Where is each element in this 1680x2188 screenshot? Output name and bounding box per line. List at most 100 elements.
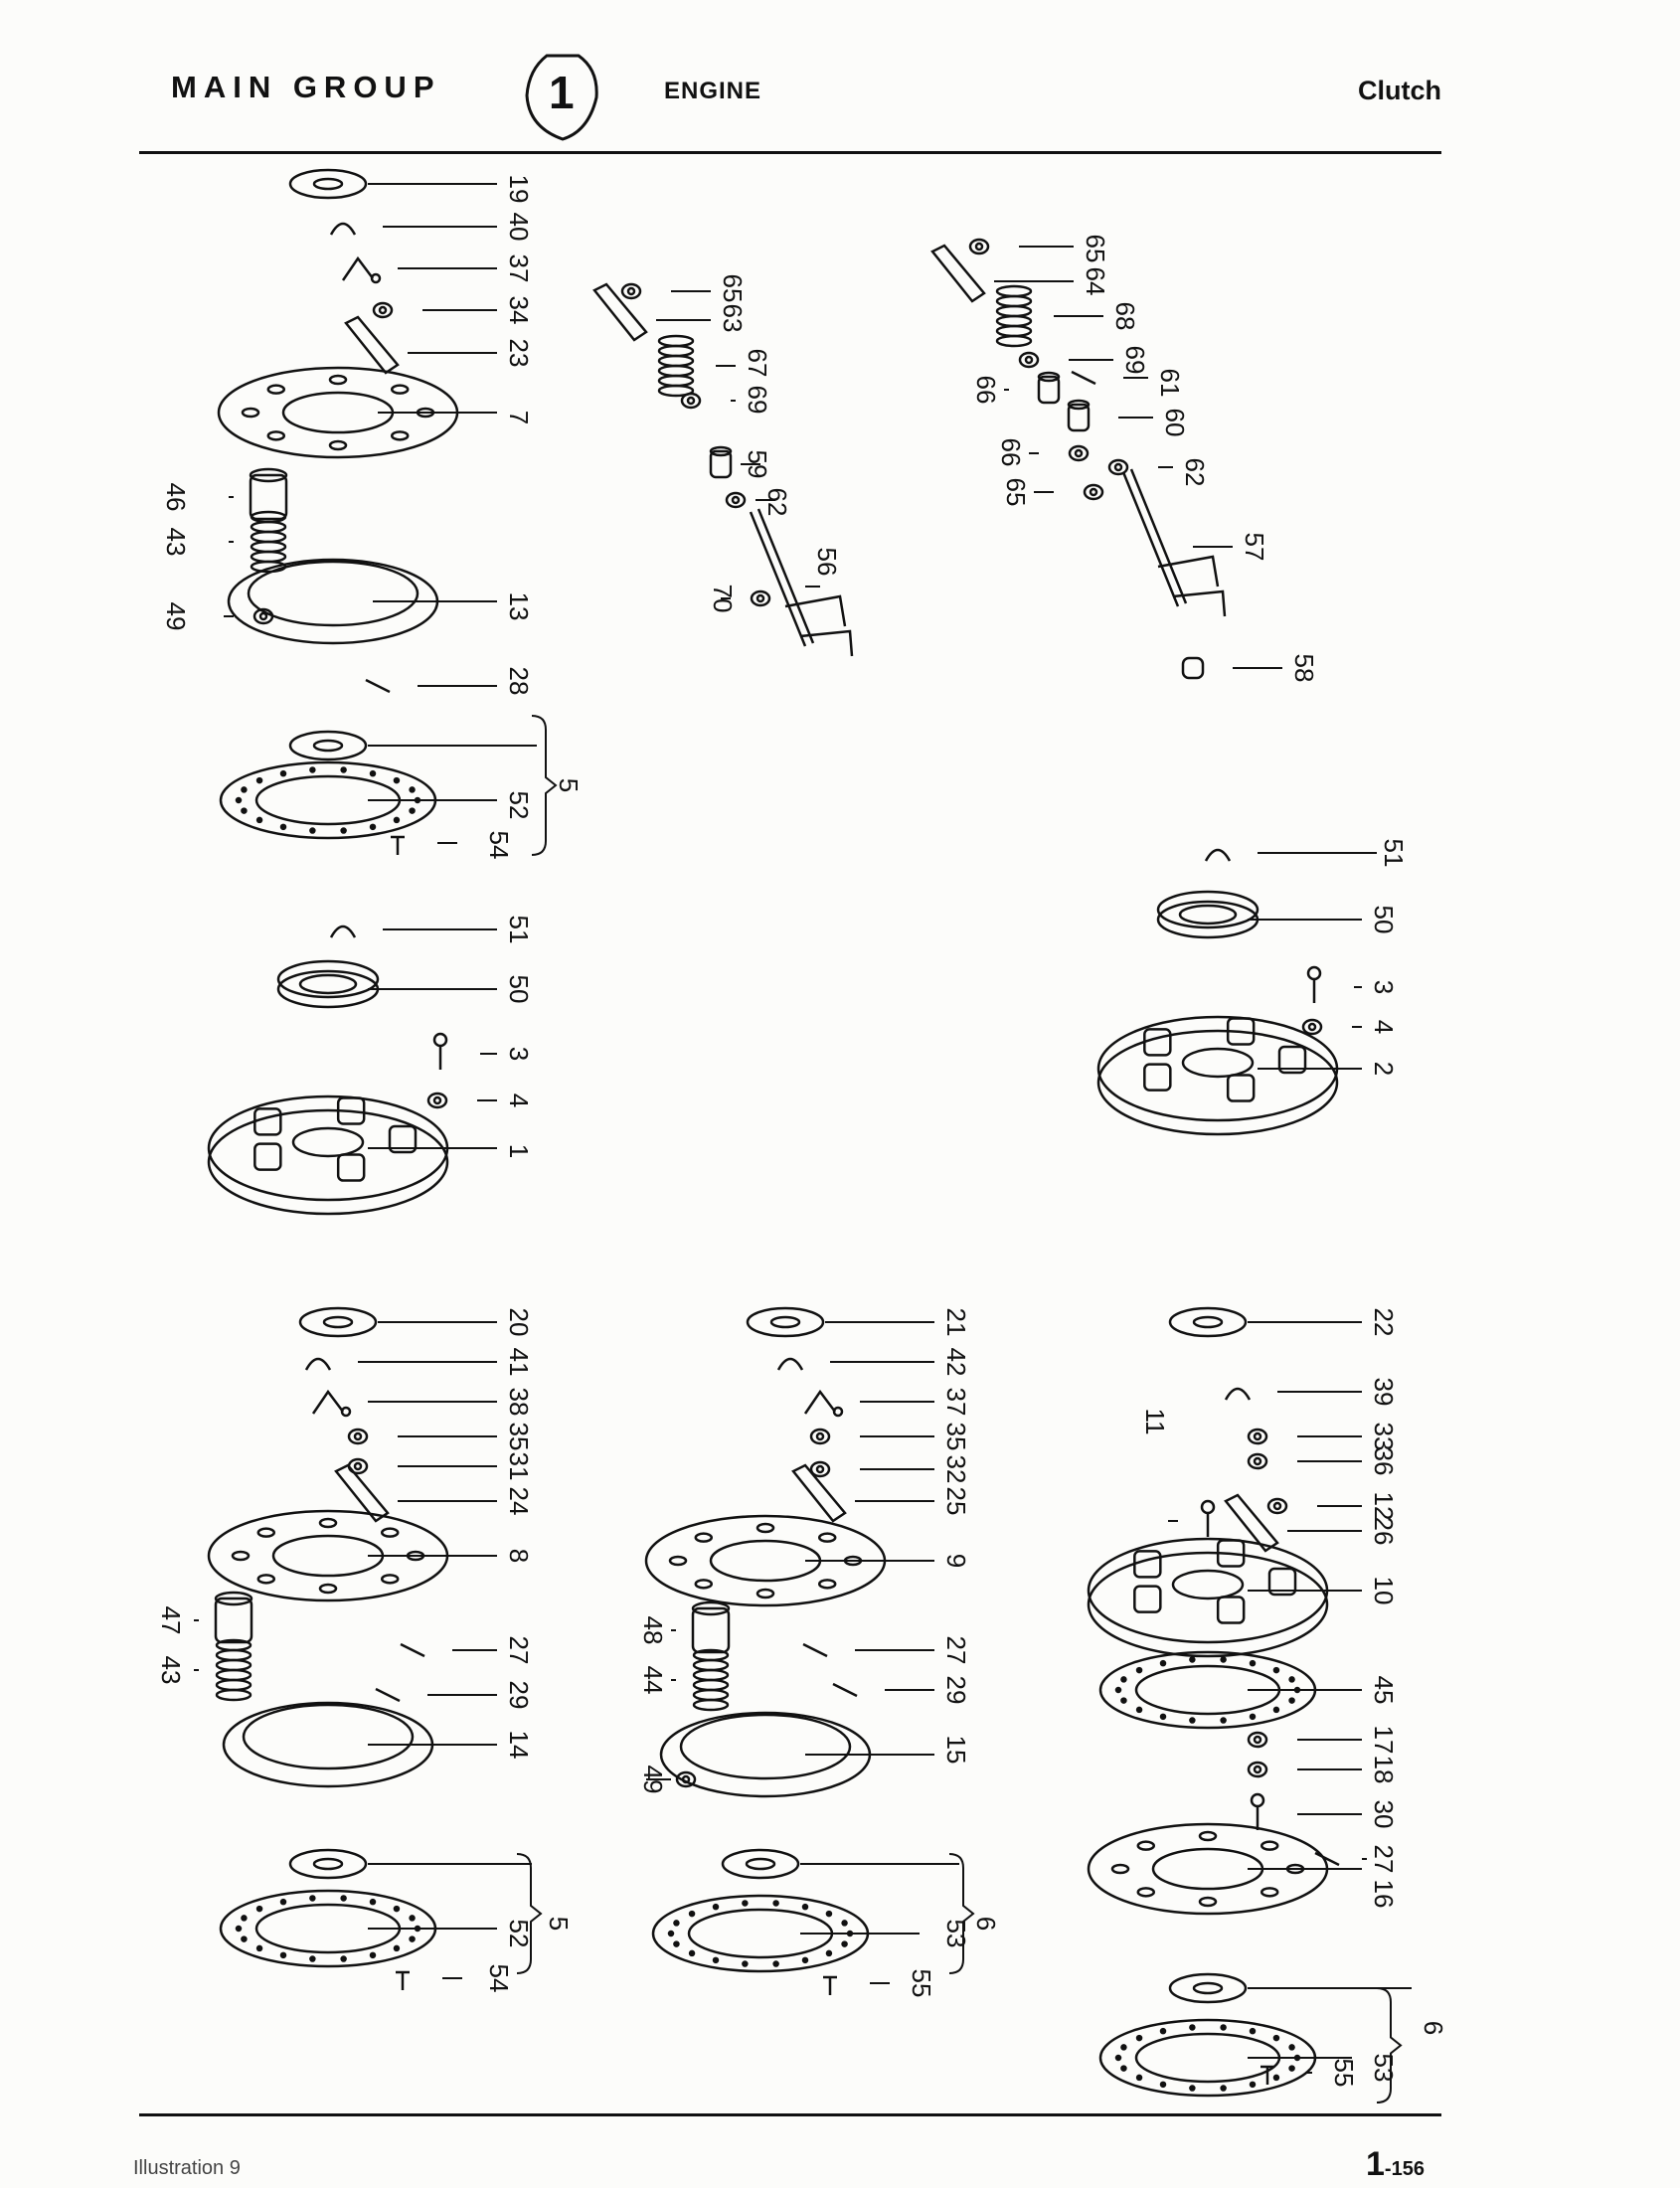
- callout-label: 37: [941, 1388, 971, 1417]
- callout-66: 66: [971, 376, 1009, 404]
- stud-part: [365, 678, 391, 694]
- spring-cup-part: [691, 1600, 731, 1654]
- callout-label: 70: [708, 585, 738, 613]
- callout-30: 30: [1297, 1800, 1399, 1828]
- clutch-cover-part: [1087, 1537, 1329, 1658]
- callout-label: 60: [1160, 409, 1190, 437]
- callout-6: 6: [800, 1863, 1001, 1931]
- callout-2: 2: [1258, 1062, 1399, 1076]
- group-brace: [948, 1853, 975, 1974]
- key-part: [1071, 370, 1096, 386]
- callout-35: 35: [398, 1423, 534, 1450]
- callout-label: 17: [1369, 1726, 1399, 1755]
- release-lever-part: [334, 1463, 390, 1523]
- callout-45: 45: [1248, 1676, 1399, 1704]
- page-number: 1-156: [1366, 2145, 1425, 2184]
- callout-25: 25: [855, 1487, 971, 1516]
- callout-label: 33: [1369, 1423, 1399, 1451]
- release-lever-part: [344, 315, 400, 375]
- circlip-part: [968, 238, 990, 255]
- callout-label: 53: [941, 1920, 971, 1948]
- callout-44: 44: [638, 1666, 676, 1694]
- callout-label: 29: [504, 1681, 534, 1710]
- callout-6: 6: [1248, 1987, 1448, 2035]
- callout-10: 10: [1248, 1577, 1399, 1604]
- callout-35: 35: [860, 1423, 971, 1451]
- callout-label: 25: [941, 1487, 971, 1516]
- callout-label: 35: [941, 1423, 971, 1451]
- callout-label: 14: [504, 1731, 534, 1760]
- callout-label: 42: [941, 1348, 971, 1377]
- callout-label: 59: [743, 450, 772, 479]
- callout-53: 53: [1248, 2054, 1399, 2082]
- callout-label: 51: [504, 916, 534, 944]
- callout-59: 59: [741, 450, 772, 479]
- callout-52: 52: [368, 1920, 534, 1947]
- group-brace: [516, 1853, 543, 1974]
- callout-22: 22: [1248, 1308, 1399, 1336]
- callout-51: 51: [1258, 839, 1409, 867]
- callout-31: 31: [398, 1452, 534, 1481]
- callout-57: 57: [1193, 533, 1269, 562]
- main-group-title: MAIN GROUP: [171, 70, 441, 104]
- callout-4: 4: [477, 1094, 534, 1107]
- callout-37: 37: [398, 254, 534, 282]
- callout-50: 50: [1248, 906, 1399, 933]
- retaining-spring-part: [304, 1357, 332, 1371]
- anti-rattle-spring-part: [311, 1389, 352, 1418]
- callout-34: 34: [422, 296, 534, 324]
- callout-label: 43: [156, 1656, 186, 1685]
- callout-label: 5: [554, 778, 584, 792]
- callout-label: 61: [1155, 369, 1185, 398]
- callout-58: 58: [1233, 654, 1319, 682]
- callout-68: 68: [1054, 302, 1140, 330]
- callout-16: 16: [1248, 1868, 1399, 1908]
- callout-27: 27: [452, 1636, 534, 1664]
- bushing-part: [709, 445, 733, 479]
- adjusting-nut-part: [347, 1428, 369, 1445]
- washer-part: [1107, 458, 1129, 476]
- callout-43: 43: [156, 1656, 199, 1685]
- callout-14: 14: [368, 1731, 534, 1760]
- callout-69: 69: [1069, 346, 1150, 374]
- callout-label: 4: [504, 1094, 534, 1107]
- washer-part: [725, 491, 747, 509]
- callout-12: 12: [1317, 1492, 1399, 1520]
- callout-label: 31: [504, 1452, 534, 1481]
- callout-label: 65: [1081, 235, 1110, 263]
- callout-label: 19: [504, 175, 534, 204]
- callout-label: 21: [941, 1308, 971, 1337]
- callout-label: 38: [504, 1388, 534, 1417]
- spring-cup-part: [214, 1591, 253, 1644]
- callout-39: 39: [1277, 1378, 1399, 1406]
- callout-65: 65: [671, 274, 748, 302]
- callout-label: 32: [941, 1455, 971, 1484]
- callout-label: 57: [1240, 533, 1269, 562]
- group-brace: [531, 715, 558, 856]
- callout-label: 27: [1369, 1845, 1399, 1874]
- return-spring-part: [657, 334, 695, 398]
- callout-label: 5: [544, 1917, 574, 1931]
- callout-56: 56: [805, 548, 842, 588]
- callout-label: 23: [504, 339, 534, 368]
- callout-label: 62: [762, 488, 792, 517]
- callout-63: 63: [656, 304, 748, 332]
- callout-18: 18: [1297, 1756, 1399, 1783]
- pressure-plate-part: [217, 366, 459, 459]
- washer-part: [675, 1770, 697, 1788]
- callout-label: 29: [941, 1676, 971, 1705]
- callout-label: 28: [504, 667, 534, 696]
- callout-64: 64: [994, 267, 1110, 295]
- callout-label: 8: [504, 1549, 534, 1563]
- lock-washer-part: [426, 1092, 448, 1109]
- callout-61: 61: [1123, 369, 1185, 398]
- page-sub: -156: [1384, 2158, 1425, 2180]
- callout-label: 48: [638, 1616, 668, 1645]
- callout-50: 50: [368, 975, 534, 1003]
- callout-27: 27: [1362, 1845, 1399, 1874]
- return-spring-part: [995, 284, 1033, 348]
- circlip-part: [1083, 483, 1104, 501]
- callout-11: 11: [1140, 1409, 1178, 1522]
- operating-shaft-part: [1121, 468, 1227, 617]
